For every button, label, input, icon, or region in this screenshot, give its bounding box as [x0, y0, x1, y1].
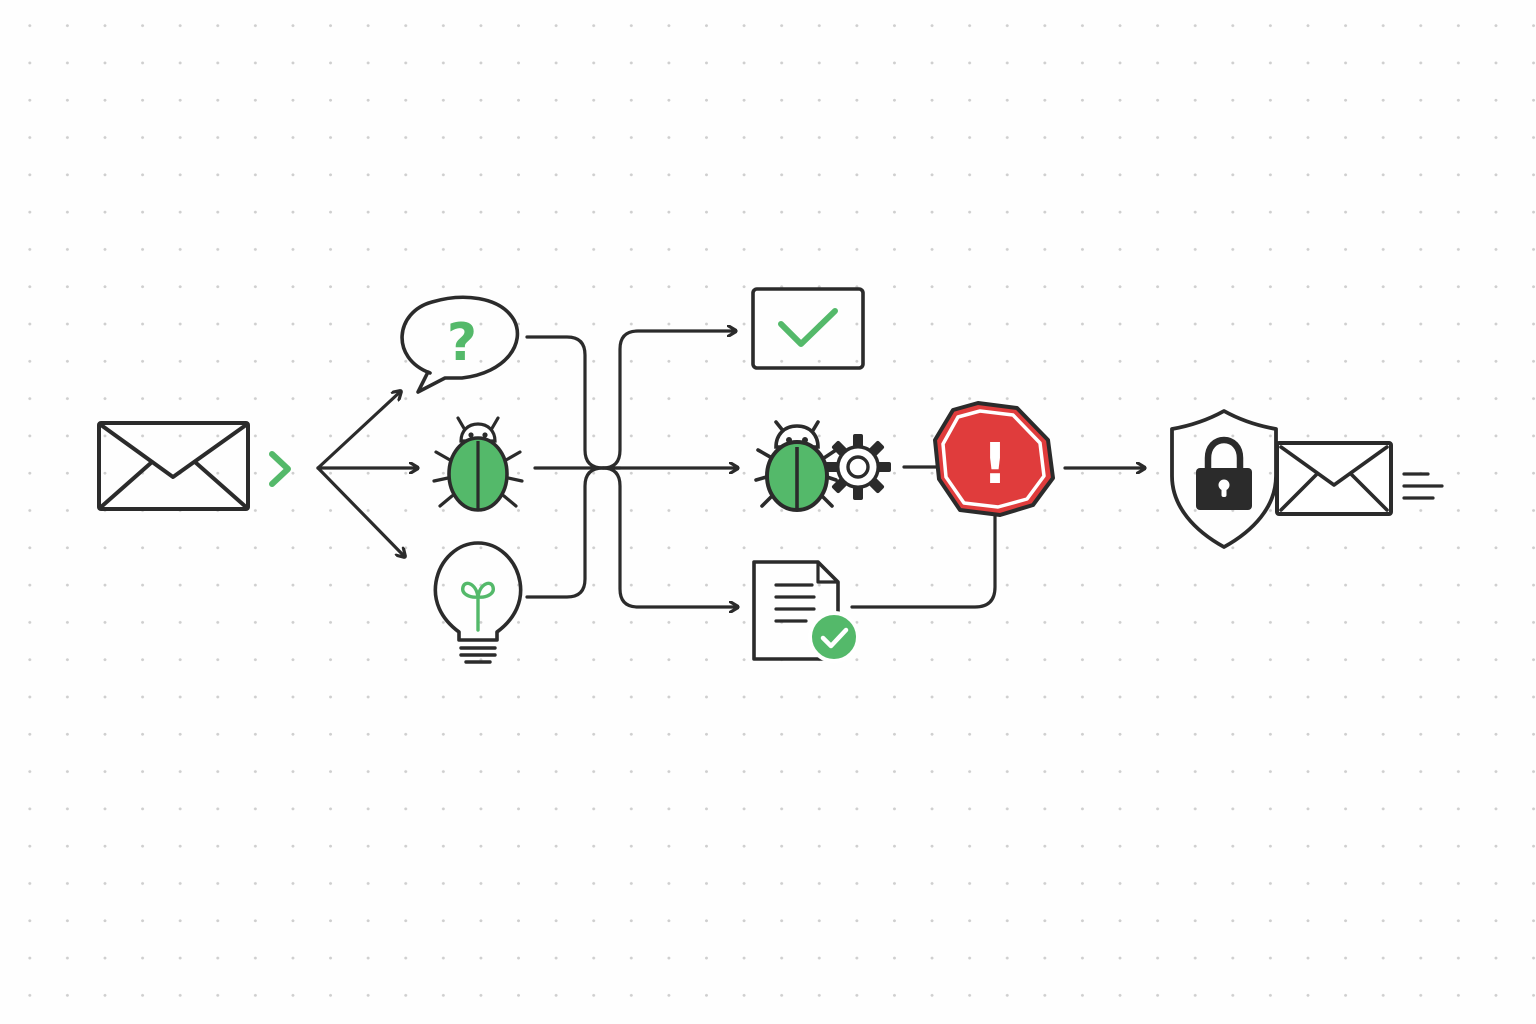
arrow-to-question [316, 391, 401, 470]
exclamation-mark-text: ! [982, 432, 1008, 497]
line-from-idea [525, 466, 605, 599]
bug-with-gear-icon [754, 420, 891, 512]
motion-lines-icon [1402, 472, 1444, 500]
bug-icon [432, 416, 524, 512]
stop-sign-exclamation-icon: ! [933, 401, 1055, 517]
checkmark-box-icon [751, 287, 865, 370]
arrow-to-approved [601, 331, 738, 470]
lightbulb-sprout-icon [433, 541, 523, 664]
question-mark-text: ? [447, 313, 477, 373]
document-check-icon [752, 560, 860, 663]
question-speech-bubble-icon: ? [400, 295, 520, 394]
gear-icon [825, 434, 891, 500]
shield-lock-icon [1170, 409, 1278, 549]
envelope-icon [97, 421, 250, 511]
outgoing-envelope-icon [1275, 441, 1393, 516]
arrow-to-idea [316, 466, 405, 557]
connectors [316, 331, 1147, 609]
arrow-to-document [601, 466, 740, 607]
shield-lock-envelope-icon [1170, 409, 1444, 549]
chevron-right-icon [269, 451, 291, 487]
line-from-question [525, 335, 605, 470]
line-document-to-alert [850, 512, 997, 609]
